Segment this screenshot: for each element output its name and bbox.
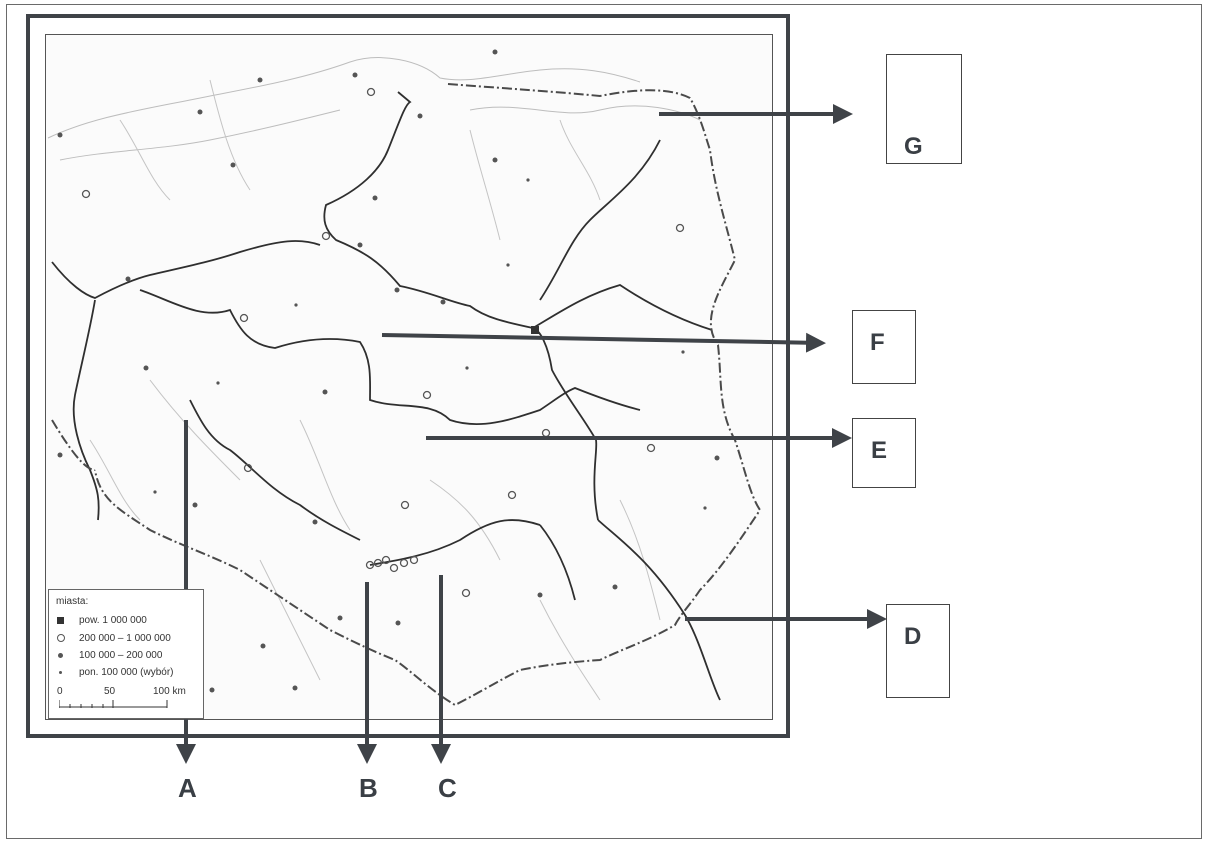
city-ringed [243, 463, 253, 473]
city-ringed [461, 588, 471, 598]
city-dot [537, 592, 543, 598]
square-icon [57, 616, 64, 624]
arrow-F [381, 332, 826, 353]
dot-icon [58, 652, 63, 658]
city-dot [492, 157, 498, 163]
scale-label-100: 100 km [153, 686, 186, 697]
legend-title: miasta: [56, 596, 89, 607]
city-dot [394, 287, 400, 293]
city-dot [440, 299, 446, 305]
city-ringed [646, 443, 656, 453]
page-frame [6, 4, 1202, 839]
city-small [216, 381, 220, 385]
city-dot [337, 615, 343, 621]
faint-coastline [47, 57, 701, 161]
answer-box-D[interactable]: D [886, 604, 950, 698]
city-small [465, 366, 469, 370]
ringed-dot-icon [57, 634, 65, 643]
legend-item: pon. 100 000 (wybór) [57, 667, 174, 678]
city-dot [714, 455, 720, 461]
city-dot [209, 687, 215, 693]
small-dot-icon [59, 670, 62, 674]
city-ringed [675, 223, 685, 233]
city-dot [312, 519, 318, 525]
legend-item: 200 000 – 1 000 000 [57, 633, 171, 644]
city-ringed [321, 231, 331, 241]
answer-box-E[interactable]: E [852, 418, 916, 488]
marker-label-A: A [178, 773, 197, 803]
city-dot [57, 452, 63, 458]
city-dot [192, 502, 198, 508]
city-dot [395, 620, 401, 626]
city-ringed [365, 560, 375, 570]
city-dot [417, 113, 423, 119]
rivers [51, 91, 721, 701]
marker-label-E: E [871, 437, 888, 464]
city-ringed [366, 87, 376, 97]
scale-label-0: 0 [57, 686, 63, 697]
city-dot [125, 276, 131, 282]
city-ringed [400, 500, 410, 510]
city-ringed [409, 555, 419, 565]
city-dot [197, 109, 203, 115]
city-dot [322, 389, 328, 395]
city-small [506, 263, 510, 267]
city-ringed [389, 563, 399, 573]
city-small [526, 178, 530, 182]
city-dot [492, 49, 498, 55]
city-small [681, 350, 685, 354]
marker-arrows [176, 104, 887, 764]
faint-tributaries [89, 79, 661, 701]
city-dot [357, 242, 363, 248]
city-small [703, 506, 707, 510]
city-ringed [81, 189, 91, 199]
marker-label-B: B [359, 773, 378, 803]
marker-label-C: C [438, 773, 457, 803]
marker-label-G: G [904, 133, 923, 160]
scale-label-50: 50 [104, 686, 116, 697]
city-dot [143, 365, 149, 371]
city-dot [257, 77, 263, 83]
legend-item: pow. 1 000 000 [57, 615, 147, 626]
city-ringed [422, 390, 432, 400]
city-small [294, 303, 298, 307]
city-ringed [399, 558, 409, 568]
city-ringed [373, 558, 383, 568]
answer-box-G[interactable]: G [886, 54, 962, 164]
city-ringed [541, 428, 551, 438]
city-dot [57, 132, 63, 138]
city-dot [230, 162, 236, 168]
marker-label-F: F [870, 329, 885, 356]
scale-bar [59, 700, 168, 708]
city-small [153, 490, 157, 494]
city-ringed [239, 313, 249, 323]
city-dot [612, 584, 618, 590]
country-border [51, 83, 762, 707]
city-dot [352, 72, 358, 78]
map-legend: miasta: pow. 1 000 000 200 000 – 1 000 0… [48, 589, 204, 719]
answer-box-F[interactable]: F [852, 310, 916, 384]
legend-item: 100 000 – 200 000 [57, 650, 162, 661]
city-dot [260, 643, 266, 649]
city-ringed [381, 555, 391, 565]
city-dot [372, 195, 378, 201]
marker-label-D: D [904, 623, 922, 650]
city-dot [292, 685, 298, 691]
cities [57, 49, 720, 693]
city-ringed [507, 490, 517, 500]
city-warsaw-square [531, 326, 539, 334]
